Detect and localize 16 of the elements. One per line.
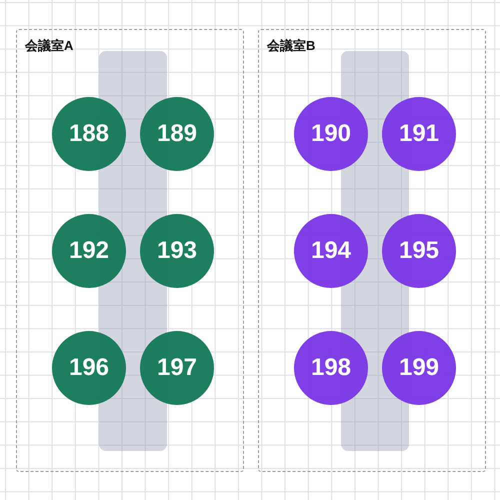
seat-circle: 199 <box>382 331 456 405</box>
seat-circle: 192 <box>52 214 126 288</box>
seat-circle: 191 <box>382 97 456 171</box>
seat-circle: 195 <box>382 214 456 288</box>
seat-circle: 196 <box>52 331 126 405</box>
seat-circle: 197 <box>140 331 214 405</box>
room-box <box>258 29 486 472</box>
room-label: 会議室B <box>267 38 316 54</box>
seat-circle: 190 <box>294 97 368 171</box>
room-label: 会議室A <box>25 38 74 54</box>
seat-circle: 198 <box>294 331 368 405</box>
seat-circle: 193 <box>140 214 214 288</box>
seat-circle: 188 <box>52 97 126 171</box>
seat-circle: 194 <box>294 214 368 288</box>
room-box <box>16 29 244 472</box>
seat-circle: 189 <box>140 97 214 171</box>
